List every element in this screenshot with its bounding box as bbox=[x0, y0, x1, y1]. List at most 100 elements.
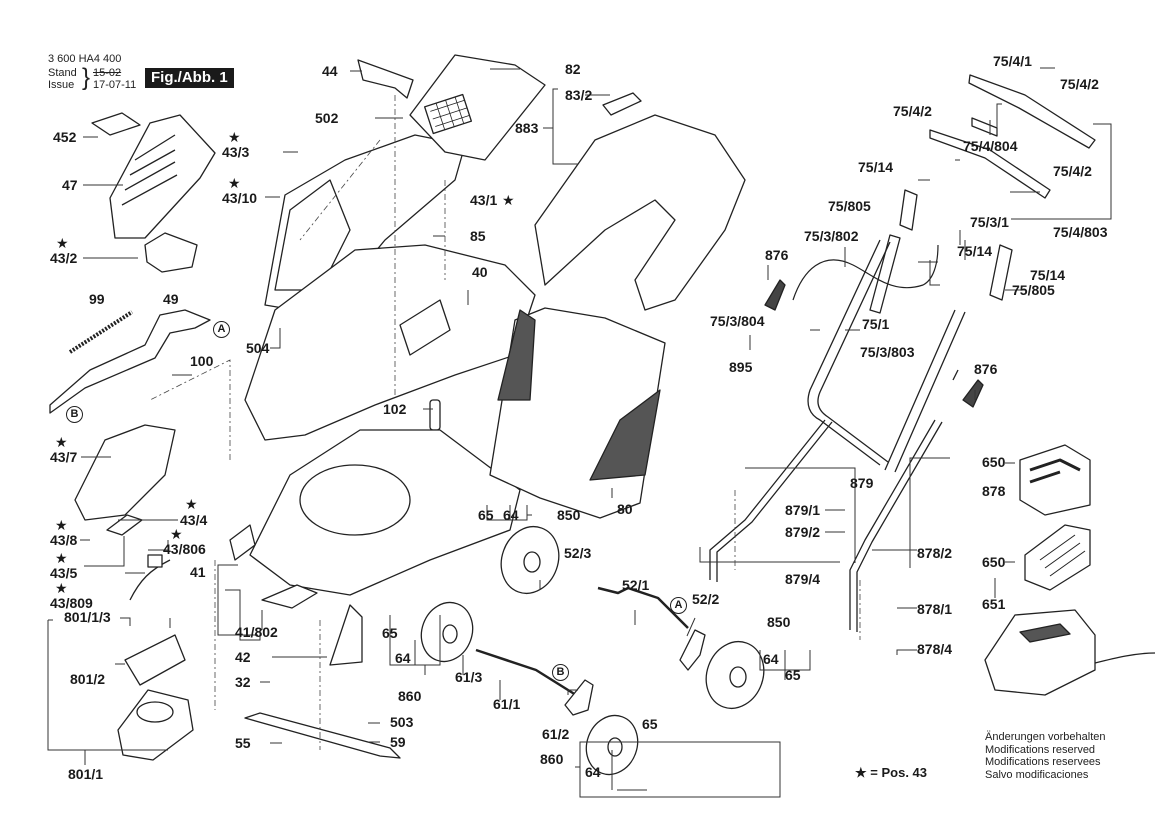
part-label: 43/8 bbox=[50, 532, 78, 548]
part-label: 879 bbox=[850, 475, 874, 491]
blade-shape bbox=[244, 712, 401, 759]
note-line: Modifications reserved bbox=[985, 743, 1096, 756]
part-label: 860 bbox=[398, 688, 422, 704]
part-label: 860 bbox=[540, 751, 564, 767]
part-label: 61/1 bbox=[493, 696, 521, 712]
part-label: 452 bbox=[53, 129, 77, 145]
part-label: 41 bbox=[190, 564, 206, 580]
lever-49-shape bbox=[49, 309, 211, 414]
stand-value: 15-02 bbox=[93, 67, 122, 79]
part-label: 503 bbox=[390, 714, 414, 730]
callout-b-marker: B bbox=[66, 406, 83, 423]
part-label: 75/3/1 bbox=[970, 214, 1009, 230]
part-label: 850 bbox=[557, 507, 581, 523]
legend: ★ = Pos. 43 bbox=[855, 765, 927, 781]
note-line: Salvo modificaciones bbox=[985, 768, 1089, 781]
part-label: 801/1/3 bbox=[64, 609, 111, 625]
star-icon: ★ bbox=[855, 765, 867, 780]
star-icon: ★ bbox=[170, 526, 183, 542]
part-label: 75/4/2 bbox=[1060, 76, 1099, 92]
figure-label: Fig./Abb. 1 bbox=[145, 68, 234, 88]
cover-47-shape bbox=[109, 114, 216, 239]
part-label: 64 bbox=[395, 650, 411, 666]
part-102-shape bbox=[429, 399, 441, 431]
part-label: 59 bbox=[390, 734, 406, 750]
part-label: 801/1 bbox=[68, 766, 104, 782]
star-icon: ★ bbox=[56, 235, 69, 251]
part-label: 52/3 bbox=[564, 545, 592, 561]
part-label: 43/3 bbox=[222, 144, 250, 160]
part-label: 61/2 bbox=[542, 726, 570, 742]
part-label: 651 bbox=[982, 596, 1006, 612]
part-label: 65 bbox=[642, 716, 658, 732]
part-label: 878/4 bbox=[917, 641, 953, 657]
spring-icon bbox=[68, 310, 134, 354]
part-label: 32 bbox=[235, 674, 251, 690]
part-label: 850 bbox=[767, 614, 791, 630]
part-label: 75/14 bbox=[1030, 267, 1066, 283]
part-label: 44 bbox=[322, 63, 338, 79]
part-label: 99 bbox=[89, 291, 105, 307]
part-label: 879/4 bbox=[785, 571, 821, 587]
stand-label: Stand bbox=[48, 67, 77, 79]
part-label: 102 bbox=[383, 401, 407, 417]
part-label: 52/1 bbox=[622, 577, 650, 593]
part-label: 43/1 bbox=[470, 192, 498, 208]
part-label: 801/2 bbox=[70, 671, 106, 687]
brace-icon: } bbox=[82, 64, 91, 91]
part-label: 75/4/803 bbox=[1053, 224, 1108, 240]
part-label: 85 bbox=[470, 228, 486, 244]
battery-icon bbox=[1019, 444, 1091, 516]
part-label: 40 bbox=[472, 264, 488, 280]
callout-a-marker: A bbox=[670, 597, 687, 614]
part-label: 83/2 bbox=[565, 87, 593, 103]
part-label: 75/14 bbox=[957, 243, 993, 259]
part-label: 75/4/2 bbox=[1053, 163, 1092, 179]
part-label: 75/3/804 bbox=[710, 313, 765, 329]
part-43-2-shape bbox=[144, 232, 198, 273]
part-label: 43/7 bbox=[50, 449, 78, 465]
badge-icon bbox=[91, 112, 141, 136]
part-label: 879/1 bbox=[785, 502, 821, 518]
part-label: 64 bbox=[503, 507, 519, 523]
star-icon: ★ bbox=[228, 129, 241, 145]
part-label: 75/4/804 bbox=[963, 138, 1018, 154]
part-label: 75/3/802 bbox=[804, 228, 859, 244]
star-icon: ★ bbox=[228, 175, 241, 191]
part-label: 65 bbox=[478, 507, 494, 523]
handle-75-1-shape bbox=[807, 239, 891, 466]
part-label: 883 bbox=[515, 120, 539, 136]
handle-grip-83-2-shape bbox=[602, 92, 642, 116]
wheel-icon bbox=[420, 601, 474, 663]
part-label: 61/3 bbox=[455, 669, 483, 685]
modifications-note: Änderungen vorbehalten Modifications res… bbox=[985, 731, 1105, 781]
part-label: 80 bbox=[617, 501, 633, 517]
cover-43-7-shape bbox=[74, 424, 176, 521]
document-number: 3 600 HA4 400 bbox=[48, 53, 122, 65]
part-label: 75/3/803 bbox=[860, 344, 915, 360]
part-label: 876 bbox=[974, 361, 998, 377]
part-label: 49 bbox=[163, 291, 179, 307]
part-label: 64 bbox=[585, 764, 601, 780]
part-label: 41/802 bbox=[235, 624, 278, 640]
note-line: Modifications reservees bbox=[985, 756, 1101, 768]
part-label: 75/4/2 bbox=[893, 103, 932, 119]
part-label: 43/809 bbox=[50, 595, 93, 611]
part-label: 895 bbox=[729, 359, 753, 375]
flap-82-shape bbox=[409, 54, 546, 161]
part-label: 75/4/1 bbox=[993, 53, 1032, 69]
battery-icon bbox=[1024, 524, 1091, 591]
star-icon: ★ bbox=[185, 496, 198, 512]
star-icon: ★ bbox=[55, 550, 68, 566]
callout-b-marker: B bbox=[552, 664, 569, 681]
issue-label: Issue bbox=[48, 79, 75, 91]
cover-883-shape bbox=[534, 114, 746, 311]
part-label: 55 bbox=[235, 735, 251, 751]
star-icon: ★ bbox=[55, 580, 68, 596]
note-line: Änderungen vorbehalten bbox=[985, 731, 1106, 743]
part-label: 43/10 bbox=[222, 190, 258, 206]
part-label: 43/4 bbox=[180, 512, 208, 528]
part-label: 879/2 bbox=[785, 524, 821, 540]
part-label: 650 bbox=[982, 454, 1006, 470]
